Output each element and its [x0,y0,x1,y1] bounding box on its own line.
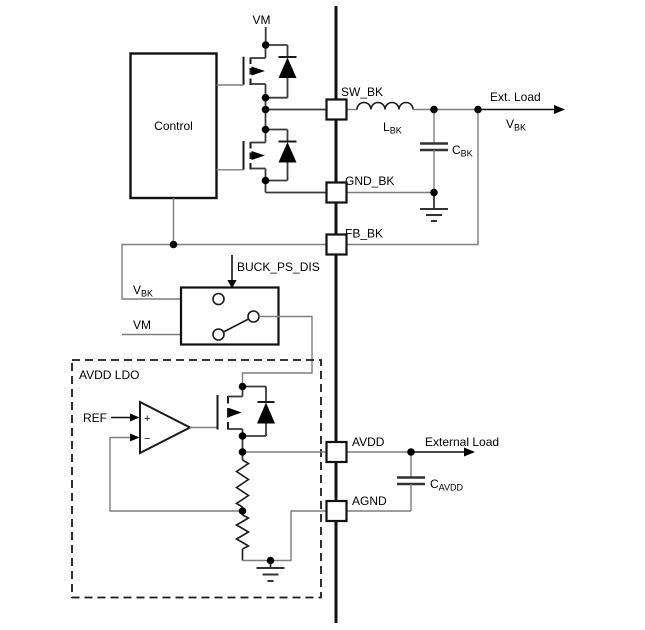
inductor-label: LBK [383,120,402,136]
external-load-arrowhead [464,447,475,457]
device-pins: SW_BK GND_BK FB_BK AVDD AGND [325,85,394,523]
high-side-body-diode [265,44,297,99]
avdd-output-network: External Load CAVDD [346,435,499,512]
opamp-triangle [139,400,193,455]
opamp-minus-label: − [144,433,150,445]
error-amplifier: + − [139,400,193,455]
pin-avdd [325,440,348,464]
feedback-routing [121,240,327,300]
feedback-wire [109,436,243,512]
fet-body-arrow [251,66,265,76]
ext-load-label: Ext. Load [490,90,541,104]
cbk-label: CBK [452,143,473,159]
capacitor-cbk [420,109,448,193]
pin-gnd-bk-label: GND_BK [345,174,394,188]
pin-agnd [325,499,348,523]
resistor-top [234,459,251,508]
switch-terminal-output [247,310,260,323]
capacitor-cavdd [397,452,425,511]
pass-fet-body-diode [242,385,275,437]
switch-output-wire [241,315,313,387]
high-side-fet [242,44,297,99]
feedback-arrowhead [130,433,140,442]
vm-supply-label: VM [253,13,271,27]
ground-symbol-buck [420,192,448,222]
fb-to-switch-wire [121,243,327,300]
ref-label: REF [83,411,107,425]
fet-body-arrow [229,408,242,417]
vbk-output-label: VBK [506,117,526,133]
fet-body-arrow [251,151,265,160]
avdd-ldo: AVDD LDO REF + − [71,359,327,599]
avdd-ldo-box [71,359,322,599]
inductor-lbk [356,101,414,110]
pin-avdd-label: AVDD [352,435,385,449]
agnd-return-wire [242,510,327,562]
buck-power-stage: VM [129,13,327,245]
opamp-plus-label: + [144,413,150,425]
buck-output-network: Ext. Load VBK LBK CBK [346,90,565,246]
control-block-label: Control [154,119,193,133]
cavdd-label: CAVDD [430,477,464,493]
switch-terminal-vm [212,328,225,341]
buck-ps-dis-arrowhead [227,280,237,289]
switch-input-vbk-label: VBK [133,283,153,299]
low-side-fet [242,128,297,182]
pin-sw-bk [325,98,348,121]
fb-sense-wire [346,109,479,246]
ref-arrowhead [130,413,140,422]
low-side-body-diode [265,128,297,182]
pin-fb-bk [325,233,348,256]
switch-input-vm-label: VM [133,318,151,332]
pin-fb-bk-label: FB_BK [345,227,383,241]
avdd-ldo-label: AVDD LDO [79,368,139,382]
external-load-label: External Load [425,435,499,449]
pin-sw-bk-label: SW_BK [341,85,383,99]
bypass-switch: VBK VM BUCK_PS_DIS [122,255,320,387]
buck-ps-dis-label: BUCK_PS_DIS [237,260,320,274]
pass-fet [216,385,275,437]
switch-lever [223,318,249,333]
pin-gnd-bk [325,181,348,204]
switch-terminal-vbk [212,292,225,306]
ext-load-arrowhead [554,105,565,114]
pin-agnd-label: AGND [352,494,387,508]
resistor-bottom [234,514,251,550]
